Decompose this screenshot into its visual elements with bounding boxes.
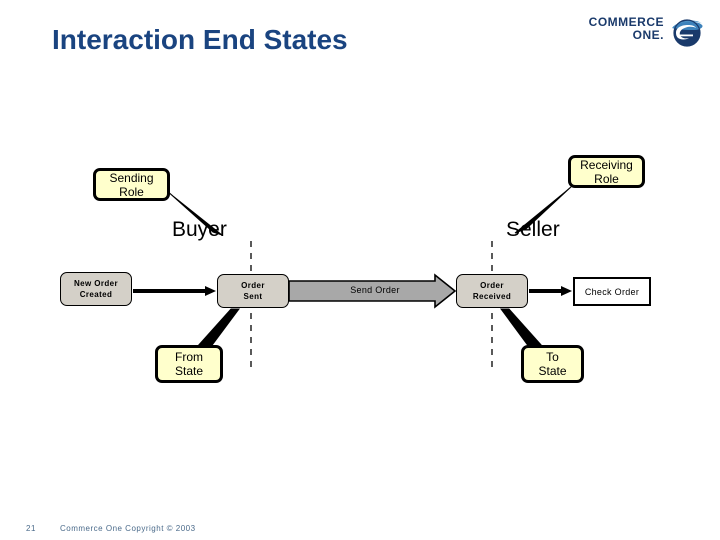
callout-label-line2: State [538, 364, 567, 378]
callout-receiving-role: Receiving Role [568, 155, 645, 188]
page-title: Interaction End States [52, 24, 348, 55]
callout-label-line2: Role [594, 171, 619, 186]
state-label-line1: Order [480, 281, 504, 290]
activity-check-order[interactable]: Check Order [573, 277, 651, 306]
state-order-received[interactable]: Order Received [456, 274, 528, 308]
state-label-line1: Order [241, 281, 265, 290]
callout-label-line1: From [175, 350, 203, 364]
state-label-line2: Received [472, 292, 512, 301]
callout-tail-sending-role [165, 189, 223, 236]
callout-sending-role: Sending Role [93, 168, 170, 201]
state-order-sent[interactable]: Order Sent [217, 274, 289, 308]
footer-copyright: Commerce One Copyright © 2003 [60, 524, 196, 533]
callout-from-state: From State [155, 345, 223, 383]
transition-new-order-to-order-sent [133, 286, 216, 296]
state-label-line1: New Order [73, 279, 119, 288]
logo-wordmark-line1: COMMERCE [588, 15, 664, 29]
footer-page-number: 21 [26, 524, 36, 533]
role-label-buyer: Buyer [172, 218, 227, 241]
callout-tail-receiving-role [514, 185, 573, 234]
callout-label-line1: Receiving [580, 157, 633, 172]
callout-label-line1: Sending [109, 170, 154, 185]
commerce-one-globe-swoosh-icon [672, 19, 703, 47]
logo-wordmark-line2: ONE. [632, 28, 664, 42]
transition-order-received-to-check-order [529, 286, 572, 296]
state-new-order-created[interactable]: New Order Created [60, 272, 132, 306]
role-label-seller: Seller [506, 218, 560, 241]
message-arrow-send-order [288, 273, 457, 309]
state-label-line2: Sent [243, 292, 263, 301]
callout-label-line2: State [174, 364, 204, 378]
commerce-one-logo: COMMERCE ONE. [589, 8, 712, 48]
message-label-send-order: Send Order [350, 285, 400, 295]
callout-to-state: To State [521, 345, 584, 383]
logo-wordmark: COMMERCE ONE. [589, 16, 664, 42]
callout-label-line1: To [546, 350, 559, 364]
callout-label-line2: Role [119, 184, 144, 199]
state-label-line2: Created [79, 290, 113, 299]
